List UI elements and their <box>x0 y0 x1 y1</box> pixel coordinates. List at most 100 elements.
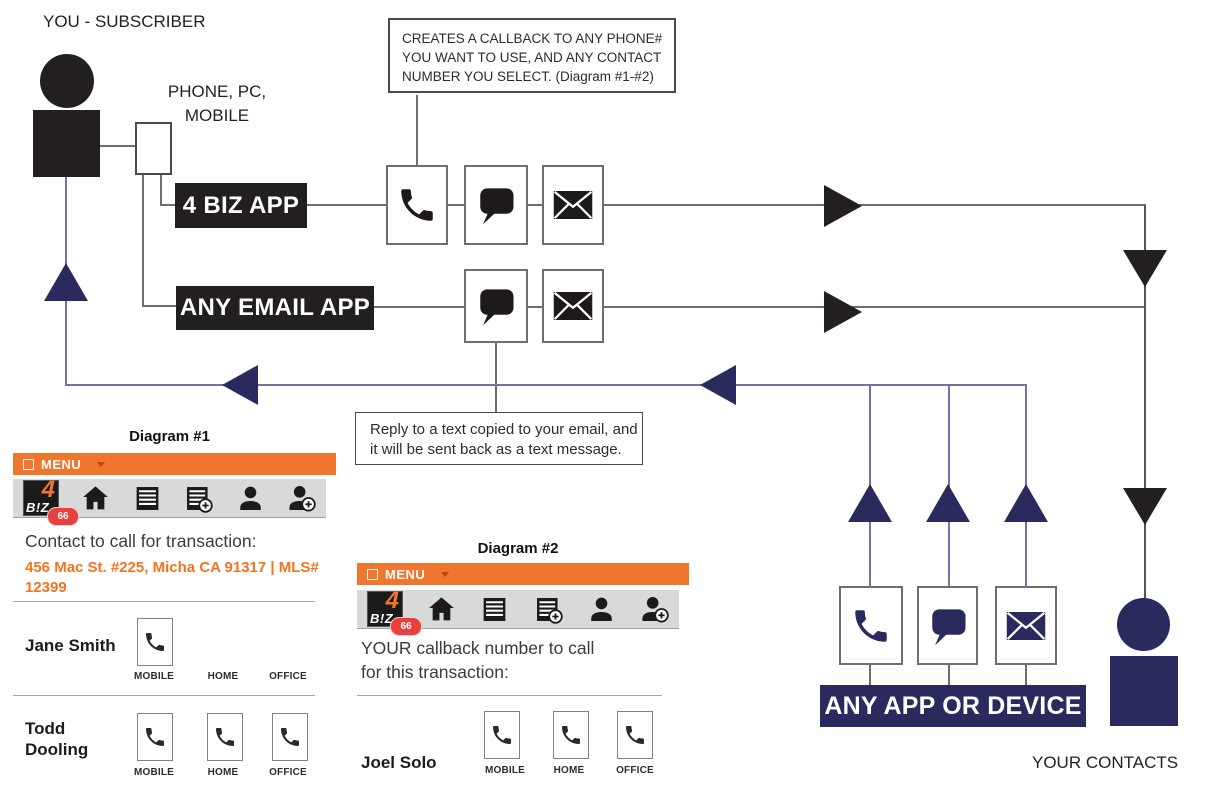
email-app-box: ANY EMAIL APP <box>176 286 374 330</box>
biz-app-label: 4 BIZ APP <box>182 191 300 219</box>
phone-icon <box>623 723 647 747</box>
home-icon[interactable] <box>427 595 456 624</box>
contacts-body <box>1110 656 1178 726</box>
emailapp-email-box <box>542 269 604 343</box>
chevron-down-icon <box>97 461 106 467</box>
menu-label: MENU <box>41 456 82 472</box>
anyapp-stem <box>948 665 950 685</box>
callout-stem <box>416 95 418 165</box>
list-icon[interactable] <box>480 595 509 624</box>
subscriber-body <box>33 110 100 177</box>
phone-column-label: OFFICE <box>269 671 307 682</box>
phone-button[interactable] <box>484 711 520 759</box>
flow-arrow-down-icon <box>1123 250 1167 287</box>
device-phone-box <box>839 586 903 665</box>
diagram1-heading: Contact to call for transaction: <box>25 531 257 551</box>
flow-line-biz <box>307 204 386 206</box>
device-chat-box <box>917 586 978 665</box>
device-box <box>135 122 172 175</box>
contacts-label: YOUR CONTACTS <box>1032 753 1179 772</box>
flow-line-email <box>528 306 542 308</box>
connector-line <box>160 204 175 206</box>
phone-column-label: MOBILE <box>133 671 175 682</box>
menu-square-icon <box>367 568 378 580</box>
contact-icon[interactable] <box>236 484 265 513</box>
phone-column-label: MOBILE <box>484 765 526 776</box>
any-app-box: ANY APP OR DEVICE <box>820 685 1086 727</box>
list-add-icon[interactable] <box>534 595 563 624</box>
anyapp-stem <box>869 665 871 685</box>
list-add-icon[interactable] <box>184 484 213 513</box>
contact-name: Jane Smith <box>25 636 116 655</box>
menu-square-icon <box>23 458 34 470</box>
email-icon <box>552 184 594 226</box>
phone-column-label: OFFICE <box>269 767 307 778</box>
home-icon[interactable] <box>81 484 110 513</box>
phone-icon <box>143 630 167 654</box>
return-line-horizontal <box>65 384 1027 386</box>
chat-icon <box>475 285 517 327</box>
phone-icon <box>278 725 302 749</box>
emailapp-chat-box <box>464 269 528 343</box>
phone-column-label: HOME <box>207 767 239 778</box>
return-arrow-up-icon <box>926 484 970 522</box>
phone-button[interactable] <box>207 713 243 761</box>
reply-stem <box>495 343 497 412</box>
return-arrow-up-icon <box>848 484 892 522</box>
chevron-down-icon <box>441 571 450 577</box>
phone-button[interactable] <box>617 711 653 759</box>
phone-column-label: OFFICE <box>616 765 654 776</box>
return-arrow-up-icon <box>1004 484 1048 522</box>
connector-line <box>142 305 176 307</box>
flow-arrow-right-icon <box>824 185 862 227</box>
4biz-logo-icon[interactable]: 4 B!Z <box>367 589 403 627</box>
contacts-head <box>1117 598 1170 651</box>
notification-badge: 66 <box>47 507 79 526</box>
flow-line-email <box>604 306 1145 308</box>
flow-line-email <box>374 306 464 308</box>
callback-callout: CREATES A CALLBACK TO ANY PHONE# YOU WAN… <box>388 18 676 93</box>
flow-line-biz <box>604 204 1146 206</box>
phone-button[interactable] <box>137 713 173 761</box>
subscriber-head <box>40 54 94 108</box>
diagram1-panel: Diagram #1 MENU 4 B!Z 66 Contact to call… <box>13 428 336 789</box>
chat-icon <box>475 184 517 226</box>
phone-column-label: MOBILE <box>133 767 175 778</box>
email-app-label: ANY EMAIL APP <box>179 294 371 321</box>
biz-email-box <box>542 165 604 245</box>
diagram1-menubar[interactable]: MENU <box>13 453 336 475</box>
phone-icon <box>213 725 237 749</box>
notification-badge: 66 <box>390 617 422 636</box>
diagram2-heading: YOUR callback number to call for this tr… <box>361 638 595 682</box>
biz-chat-box <box>464 165 528 245</box>
connector-line <box>100 145 135 147</box>
return-arrow-left-icon <box>700 365 736 405</box>
phone-button[interactable] <box>553 711 589 759</box>
diagram2-menubar[interactable]: MENU <box>357 563 689 585</box>
menu-label: MENU <box>385 566 426 582</box>
reply-callout: Reply to a text copied to your email, an… <box>355 412 643 465</box>
device-label: PHONE, PC, MOBILE <box>167 82 267 125</box>
contact-name: Joel Solo <box>361 753 437 772</box>
flow-arrow-down-icon <box>1123 488 1167 525</box>
phone-button[interactable] <box>272 713 308 761</box>
phone-column-label: HOME <box>207 671 239 682</box>
diagram2-panel: Diagram #2 MENU 4 B!Z 66 YOUR callback n… <box>357 540 689 789</box>
chat-icon <box>927 605 969 647</box>
contact-add-icon[interactable] <box>287 484 316 513</box>
return-arrow-up-icon <box>44 263 88 301</box>
list-icon[interactable] <box>133 484 162 513</box>
flow-line-right-vertical <box>1144 205 1146 598</box>
flow-line-biz <box>448 204 464 206</box>
connector-line <box>142 175 144 307</box>
contact-icon[interactable] <box>587 595 616 624</box>
phone-column-label: HOME <box>553 765 585 776</box>
anyapp-stem <box>1025 665 1027 685</box>
phone-button[interactable] <box>137 618 173 666</box>
phone-icon <box>143 725 167 749</box>
4biz-logo-icon[interactable]: 4 B!Z <box>23 478 59 516</box>
contact-add-icon[interactable] <box>640 595 669 624</box>
flow-line-biz <box>528 204 542 206</box>
flow-arrow-right-icon <box>824 291 862 333</box>
divider <box>13 695 315 696</box>
